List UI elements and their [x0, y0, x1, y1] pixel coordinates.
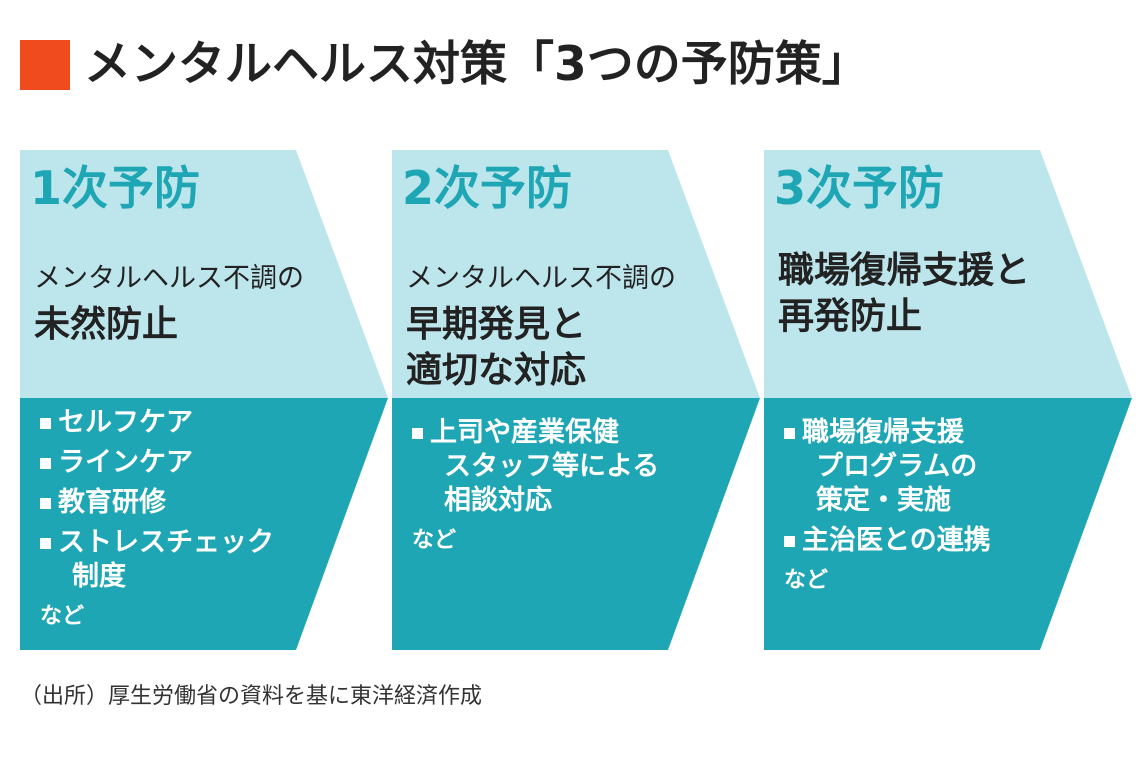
stage-heading: 1次予防 — [30, 161, 201, 215]
stage-heading: 2次予防 — [402, 161, 573, 215]
square-bullet-icon — [40, 498, 51, 509]
stage-lower-panel — [392, 398, 760, 650]
stage-upper-panel — [764, 150, 1132, 398]
list-item-line: 上司や産業保健 — [430, 417, 619, 448]
stage-purpose: メンタルヘルス不調の未然防止 — [34, 256, 364, 348]
list-item: 主治医との連携 — [784, 524, 1084, 558]
list-item: 上司や産業保健スタッフ等による相談対応 — [412, 416, 712, 518]
stage-chevron-shape — [392, 150, 760, 650]
square-bullet-icon — [40, 458, 51, 469]
list-item: 職場復帰支援プログラムの策定・実施 — [784, 416, 1084, 518]
list-item-line: ラインケア — [58, 447, 193, 478]
stage-measures-list: セルフケアラインケア教育研修ストレスチェック制度など — [40, 406, 340, 634]
square-bullet-icon — [40, 418, 51, 429]
stage-measures-list: 職場復帰支援プログラムの策定・実施主治医との連携など — [784, 416, 1084, 598]
square-bullet-icon — [784, 536, 795, 547]
title-square-marker — [20, 40, 70, 90]
list-item-line: 制度 — [72, 561, 126, 592]
stage-purpose-line: 早期発見と — [406, 304, 587, 345]
stage-purpose-line: 適切な対応 — [406, 350, 587, 391]
stage-etc-note: など — [784, 568, 829, 593]
stage-measures-list: 上司や産業保健スタッフ等による相談対応など — [412, 416, 712, 558]
list-item-line: ストレスチェック — [58, 527, 274, 558]
stage-panel-1: 1次予防メンタルヘルス不調の未然防止セルフケアラインケア教育研修ストレスチェック… — [20, 150, 388, 650]
stage-purpose-line: メンタルヘルス不調の — [406, 263, 676, 294]
list-item: ラインケア — [40, 446, 340, 480]
list-item-line: スタッフ等による — [444, 451, 660, 482]
stage-panel-3: 3次予防職場復帰支援と再発防止職場復帰支援プログラムの策定・実施主治医との連携な… — [764, 150, 1132, 650]
source-note: （出所）厚生労働省の資料を基に東洋経済作成 — [20, 684, 483, 709]
stage-panel-2: 2次予防メンタルヘルス不調の早期発見と適切な対応上司や産業保健スタッフ等による相… — [392, 150, 760, 650]
square-bullet-icon — [412, 428, 423, 439]
stage-etc-note: など — [412, 528, 457, 553]
stage-purpose-line: 職場復帰支援と — [778, 250, 1031, 291]
list-item-line: プログラムの — [816, 451, 978, 482]
stage-chevron-shape — [20, 150, 388, 650]
stage-purpose: メンタルヘルス不調の早期発見と適切な対応 — [406, 256, 736, 394]
list-item-line: 策定・実施 — [816, 485, 951, 516]
page-title: メンタルヘルス対策「3つの予防策」 — [84, 37, 869, 92]
stage-purpose: 職場復帰支援と再発防止 — [778, 248, 1108, 340]
list-item-line: 教育研修 — [58, 487, 166, 518]
stage-lower-panel — [764, 398, 1132, 650]
stage-upper-panel — [20, 150, 388, 398]
list-item-line: セルフケア — [58, 407, 193, 438]
square-bullet-icon — [784, 428, 795, 439]
list-item-line: 相談対応 — [444, 485, 552, 516]
stage-purpose-line: 再発防止 — [778, 296, 923, 337]
list-item-line: 主治医との連携 — [802, 525, 991, 556]
list-item: セルフケア — [40, 406, 340, 440]
stage-etc-note: など — [40, 604, 85, 629]
stage-chevron-shape — [764, 150, 1132, 650]
list-item-line: 職場復帰支援 — [802, 417, 964, 448]
stage-lower-panel — [20, 398, 388, 650]
list-item: 教育研修 — [40, 486, 340, 520]
list-item: ストレスチェック制度 — [40, 526, 340, 594]
stage-heading: 3次予防 — [774, 161, 945, 215]
stage-purpose-line: 未然防止 — [34, 304, 179, 345]
stage-upper-panel — [392, 150, 760, 398]
square-bullet-icon — [40, 538, 51, 549]
stage-purpose-line: メンタルヘルス不調の — [34, 263, 304, 294]
